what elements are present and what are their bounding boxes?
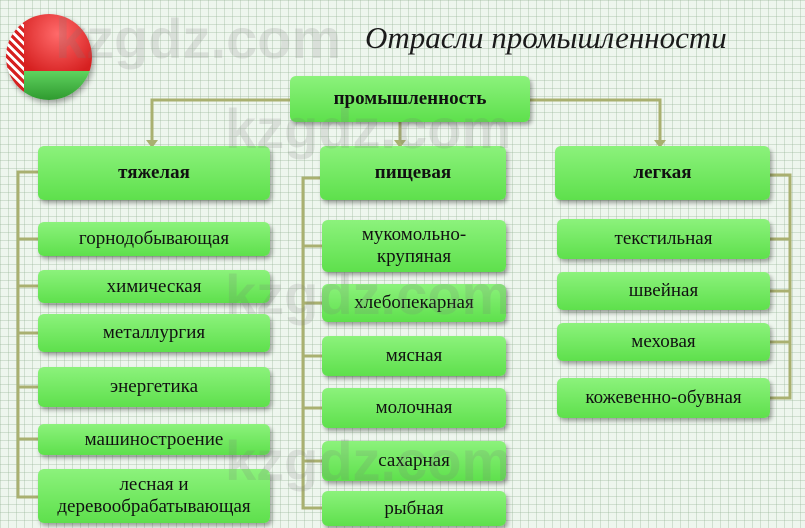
column-head-label: пищевая — [374, 162, 452, 183]
node-label: металлургия — [102, 322, 206, 343]
node-heavy-1: химическая — [38, 270, 270, 303]
node-label: хлебопекарная — [354, 292, 474, 313]
column-head-light: легкая — [555, 146, 770, 200]
node-heavy-2: металлургия — [38, 314, 270, 352]
node-label: горнодобывающая — [78, 228, 230, 249]
node-label: меховая — [631, 331, 696, 352]
node-label: молочная — [375, 397, 453, 418]
node-label: лесная и деревообрабатывающая — [57, 474, 251, 517]
node-food-4: сахарная — [322, 441, 506, 481]
connector-root-heavy — [150, 98, 290, 145]
node-label: кожевенно-обувная — [585, 387, 742, 408]
column-head-food: пищевая — [320, 146, 506, 200]
root-node: промышленность — [290, 76, 530, 122]
node-label: мукомольно-крупяная — [361, 224, 467, 267]
node-food-0: мукомольно-крупяная — [322, 220, 506, 272]
node-label: энергетика — [109, 376, 199, 397]
connector-food-bracket — [301, 176, 322, 510]
node-label: химическая — [106, 275, 202, 297]
node-light-2: меховая — [557, 323, 770, 361]
belarus-emblem-icon — [6, 14, 92, 100]
node-heavy-4: машиностроение — [38, 424, 270, 455]
node-label: швейная — [628, 280, 699, 301]
node-heavy-5: лесная и деревообрабатывающая — [38, 469, 270, 523]
node-label: рыбная — [384, 497, 444, 519]
connector-light-bracket — [770, 173, 792, 400]
node-food-2: мясная — [322, 336, 506, 376]
root-label: промышленность — [333, 88, 487, 109]
column-head-label: легкая — [633, 162, 692, 183]
node-food-3: молочная — [322, 388, 506, 428]
node-food-1: хлебопекарная — [322, 284, 506, 322]
column-head-label: тяжелая — [118, 162, 190, 183]
connector-root-light — [530, 98, 662, 145]
node-label: сахарная — [378, 450, 450, 471]
node-label: мясная — [385, 345, 443, 366]
node-heavy-3: энергетика — [38, 367, 270, 407]
node-light-1: швейная — [557, 272, 770, 310]
node-light-0: текстильная — [557, 219, 770, 259]
node-heavy-0: горнодобывающая — [38, 222, 270, 256]
node-light-3: кожевенно-обувная — [557, 378, 770, 418]
node-label: машиностроение — [84, 428, 224, 450]
node-food-5: рыбная — [322, 491, 506, 526]
node-label: текстильная — [614, 228, 713, 249]
column-head-heavy: тяжелая — [38, 146, 270, 200]
page-title: Отрасли промышленности — [365, 20, 727, 55]
